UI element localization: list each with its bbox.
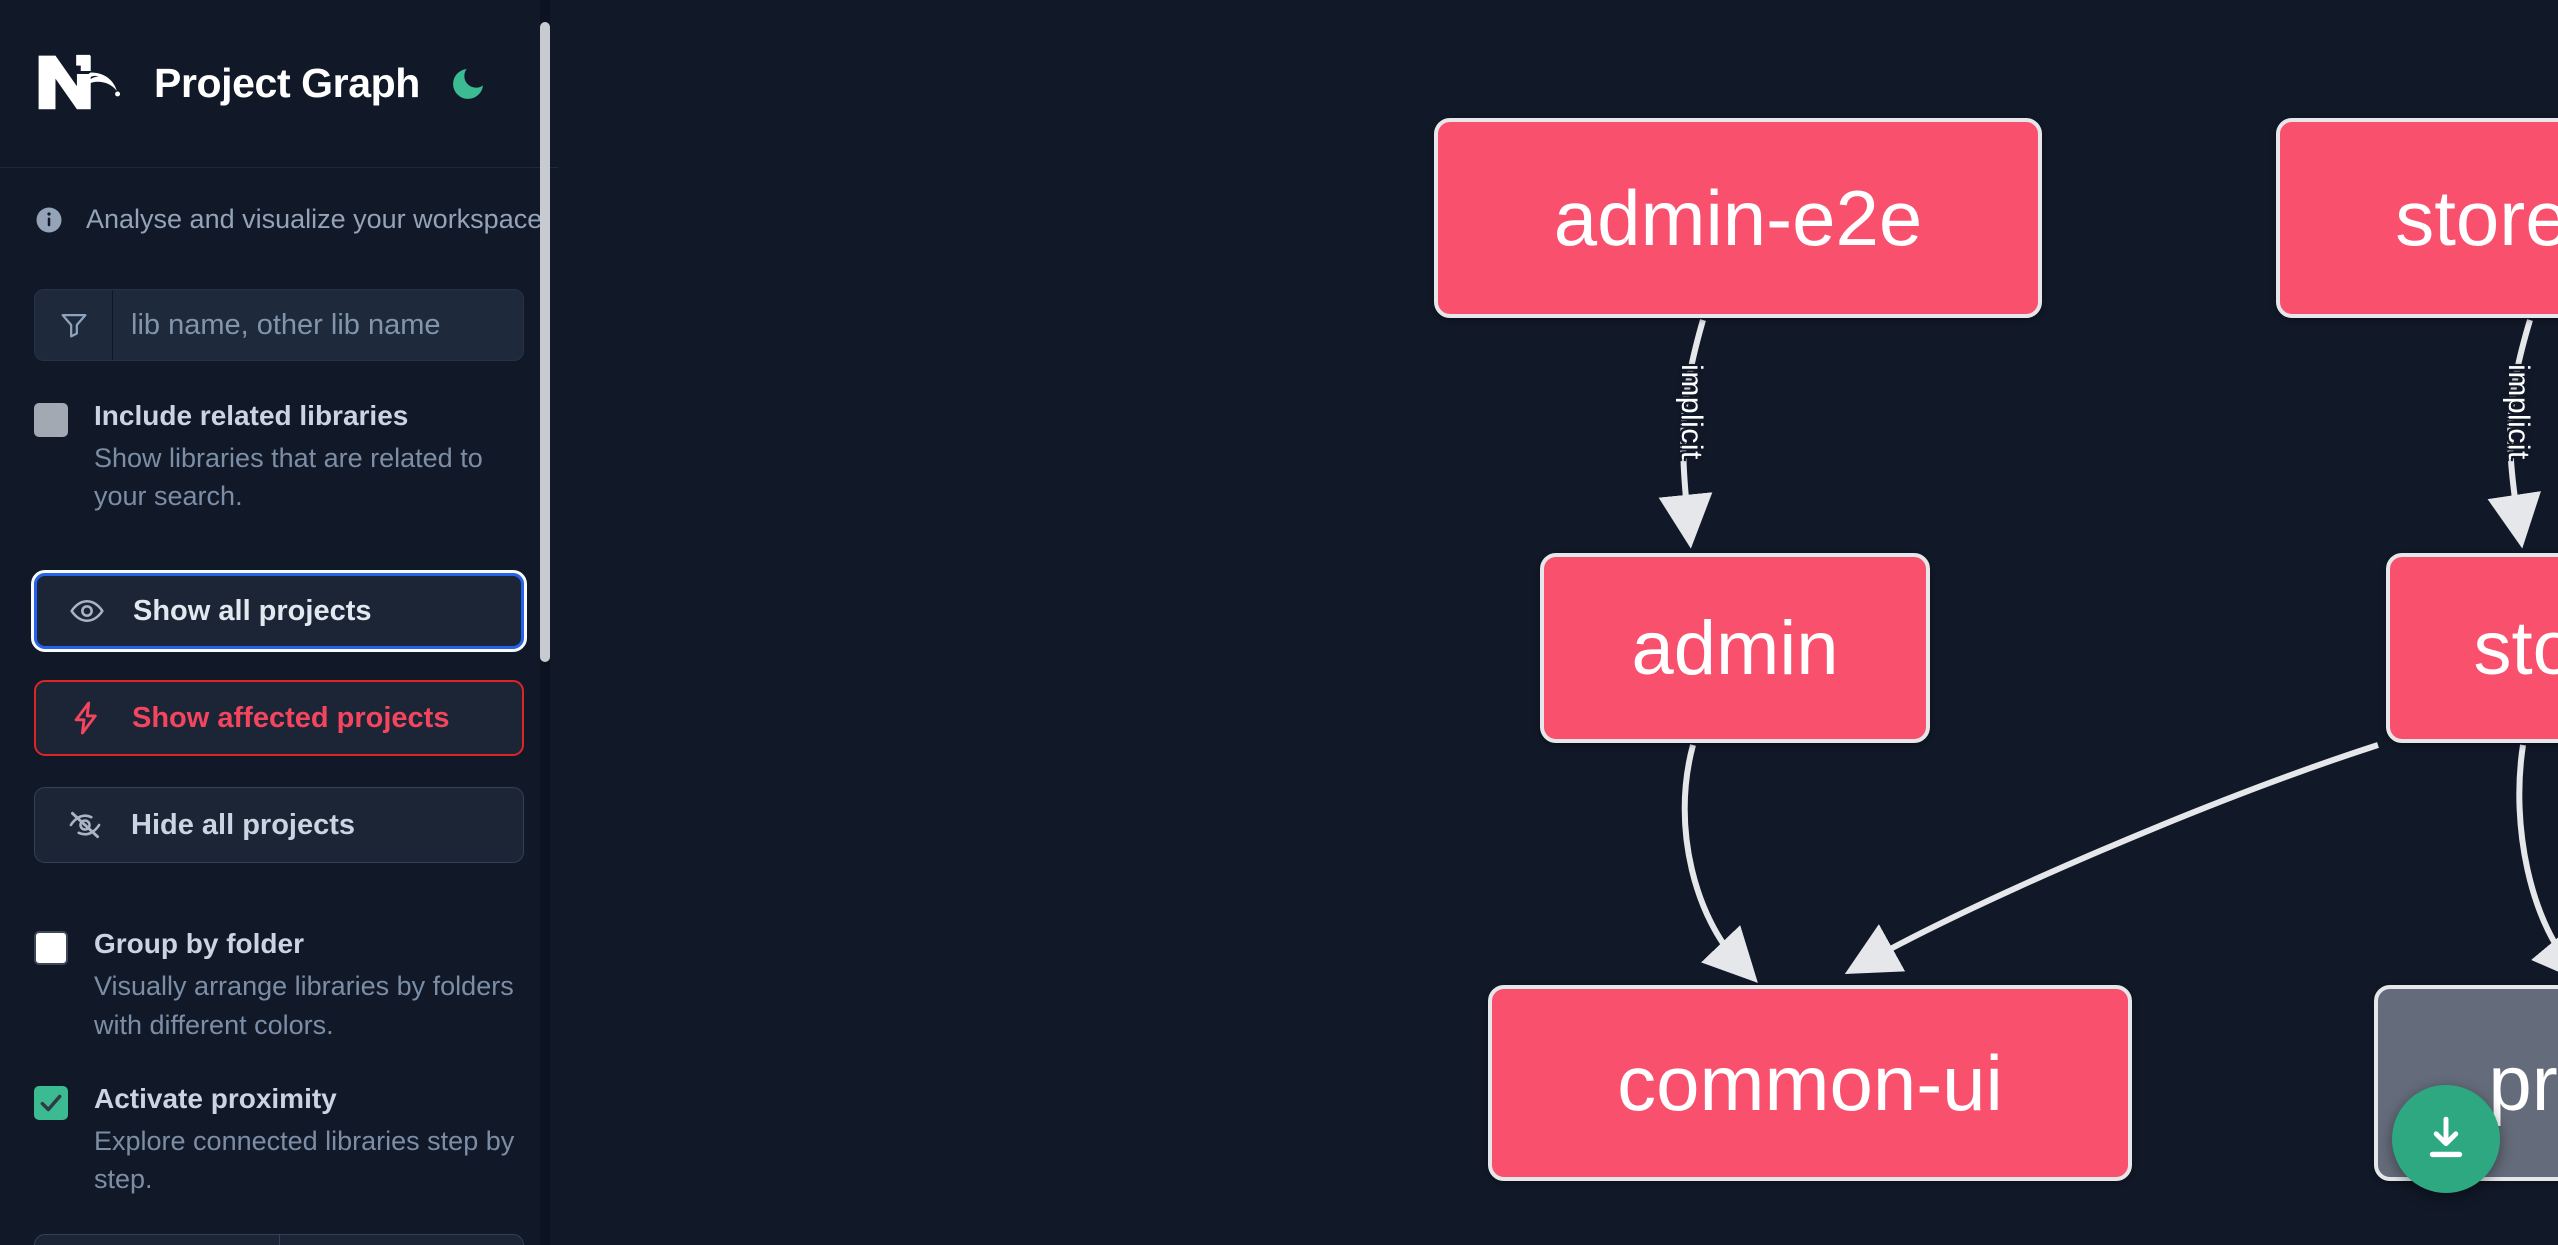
graph-node-admin-e2e[interactable]: admin-e2e xyxy=(1434,118,2042,318)
group-by-folder-checkbox[interactable] xyxy=(34,931,68,966)
node-label: store-e2e xyxy=(2395,173,2558,262)
download-icon xyxy=(2429,1116,2463,1158)
node-label: admin xyxy=(1631,605,1839,691)
include-related-libraries-checkbox[interactable] xyxy=(34,403,68,437)
project-visibility-buttons: Show all projects Show affected projects xyxy=(0,570,558,864)
option-description: Visually arrange libraries by folders wi… xyxy=(94,971,514,1040)
nx-logo-icon xyxy=(34,51,126,117)
option-description: Show libraries that are related to your … xyxy=(94,442,483,512)
option-include-related-libraries[interactable]: Include related libraries Show libraries… xyxy=(0,397,558,515)
graph-node-admin[interactable]: admin xyxy=(1540,553,1930,743)
show-all-projects-button[interactable]: Show all projects xyxy=(31,570,527,653)
sidebar-tagline: Analyse and visualize your workspace. xyxy=(0,168,558,235)
eye-icon xyxy=(67,591,107,631)
option-label: Group by folder xyxy=(94,928,304,960)
show-all-projects-label: Show all projects xyxy=(133,594,372,627)
option-label: Include related libraries xyxy=(94,400,409,431)
download-image-button[interactable] xyxy=(2392,1085,2500,1193)
option-description: Explore connected libraries step by step… xyxy=(94,1125,515,1195)
sidebar-bottom-panel[interactable] xyxy=(34,1234,524,1245)
graph-edges xyxy=(1658,319,2558,985)
show-affected-projects-button[interactable]: Show affected projects xyxy=(34,680,524,757)
node-label: common-ui xyxy=(1617,1038,2003,1127)
node-label: admin-e2e xyxy=(1553,173,1923,262)
sidebar-scrollbar[interactable] xyxy=(540,0,550,1245)
scrollbar-thumb[interactable] xyxy=(540,22,550,662)
activate-proximity-checkbox[interactable] xyxy=(34,1085,68,1120)
moon-icon[interactable] xyxy=(448,61,488,107)
graph-node-common-ui[interactable]: common-ui xyxy=(1488,985,2132,1181)
show-affected-projects-label: Show affected projects xyxy=(132,701,450,734)
option-activate-proximity[interactable]: Activate proximity Explore connected lib… xyxy=(0,1080,558,1198)
hide-all-projects-label: Hide all projects xyxy=(131,808,356,841)
sidebar-header: Project Graph xyxy=(0,0,558,168)
check-icon xyxy=(40,1094,62,1112)
graph-node-store-e2e[interactable]: store-e2e xyxy=(2276,118,2558,318)
edge-store-e2e-store xyxy=(2487,319,2541,549)
option-group-by-folder[interactable]: Group by folder Visually arrange librari… xyxy=(0,925,558,1043)
tagline-text: Analyse and visualize your workspace. xyxy=(86,204,550,234)
edge-admin-e2e-admin xyxy=(1658,319,1713,549)
eye-slash-icon xyxy=(65,805,105,845)
hide-all-projects-button[interactable]: Hide all projects xyxy=(34,787,524,864)
search-input[interactable] xyxy=(113,290,523,360)
option-label: Activate proximity xyxy=(94,1082,337,1114)
search-field-wrapper[interactable] xyxy=(34,289,524,361)
lightning-bolt-icon xyxy=(66,698,106,738)
sidebar: Project Graph Analyse and visualize your… xyxy=(0,0,558,1245)
graph-canvas[interactable]: implicit implicit admin-e2e store-e2e ad… xyxy=(558,0,2558,1245)
graph-node-store[interactable]: store xyxy=(2386,553,2558,743)
node-label: products xyxy=(2488,1038,2558,1127)
edge-store-products xyxy=(2516,744,2558,985)
edge-store-common-ui xyxy=(1844,742,2379,974)
page-title: Project Graph xyxy=(154,60,420,106)
edge-admin-common-ui xyxy=(1681,744,1758,983)
node-label: store xyxy=(2473,605,2558,691)
info-circle-icon xyxy=(34,205,64,235)
filter-funnel-icon xyxy=(35,290,113,360)
